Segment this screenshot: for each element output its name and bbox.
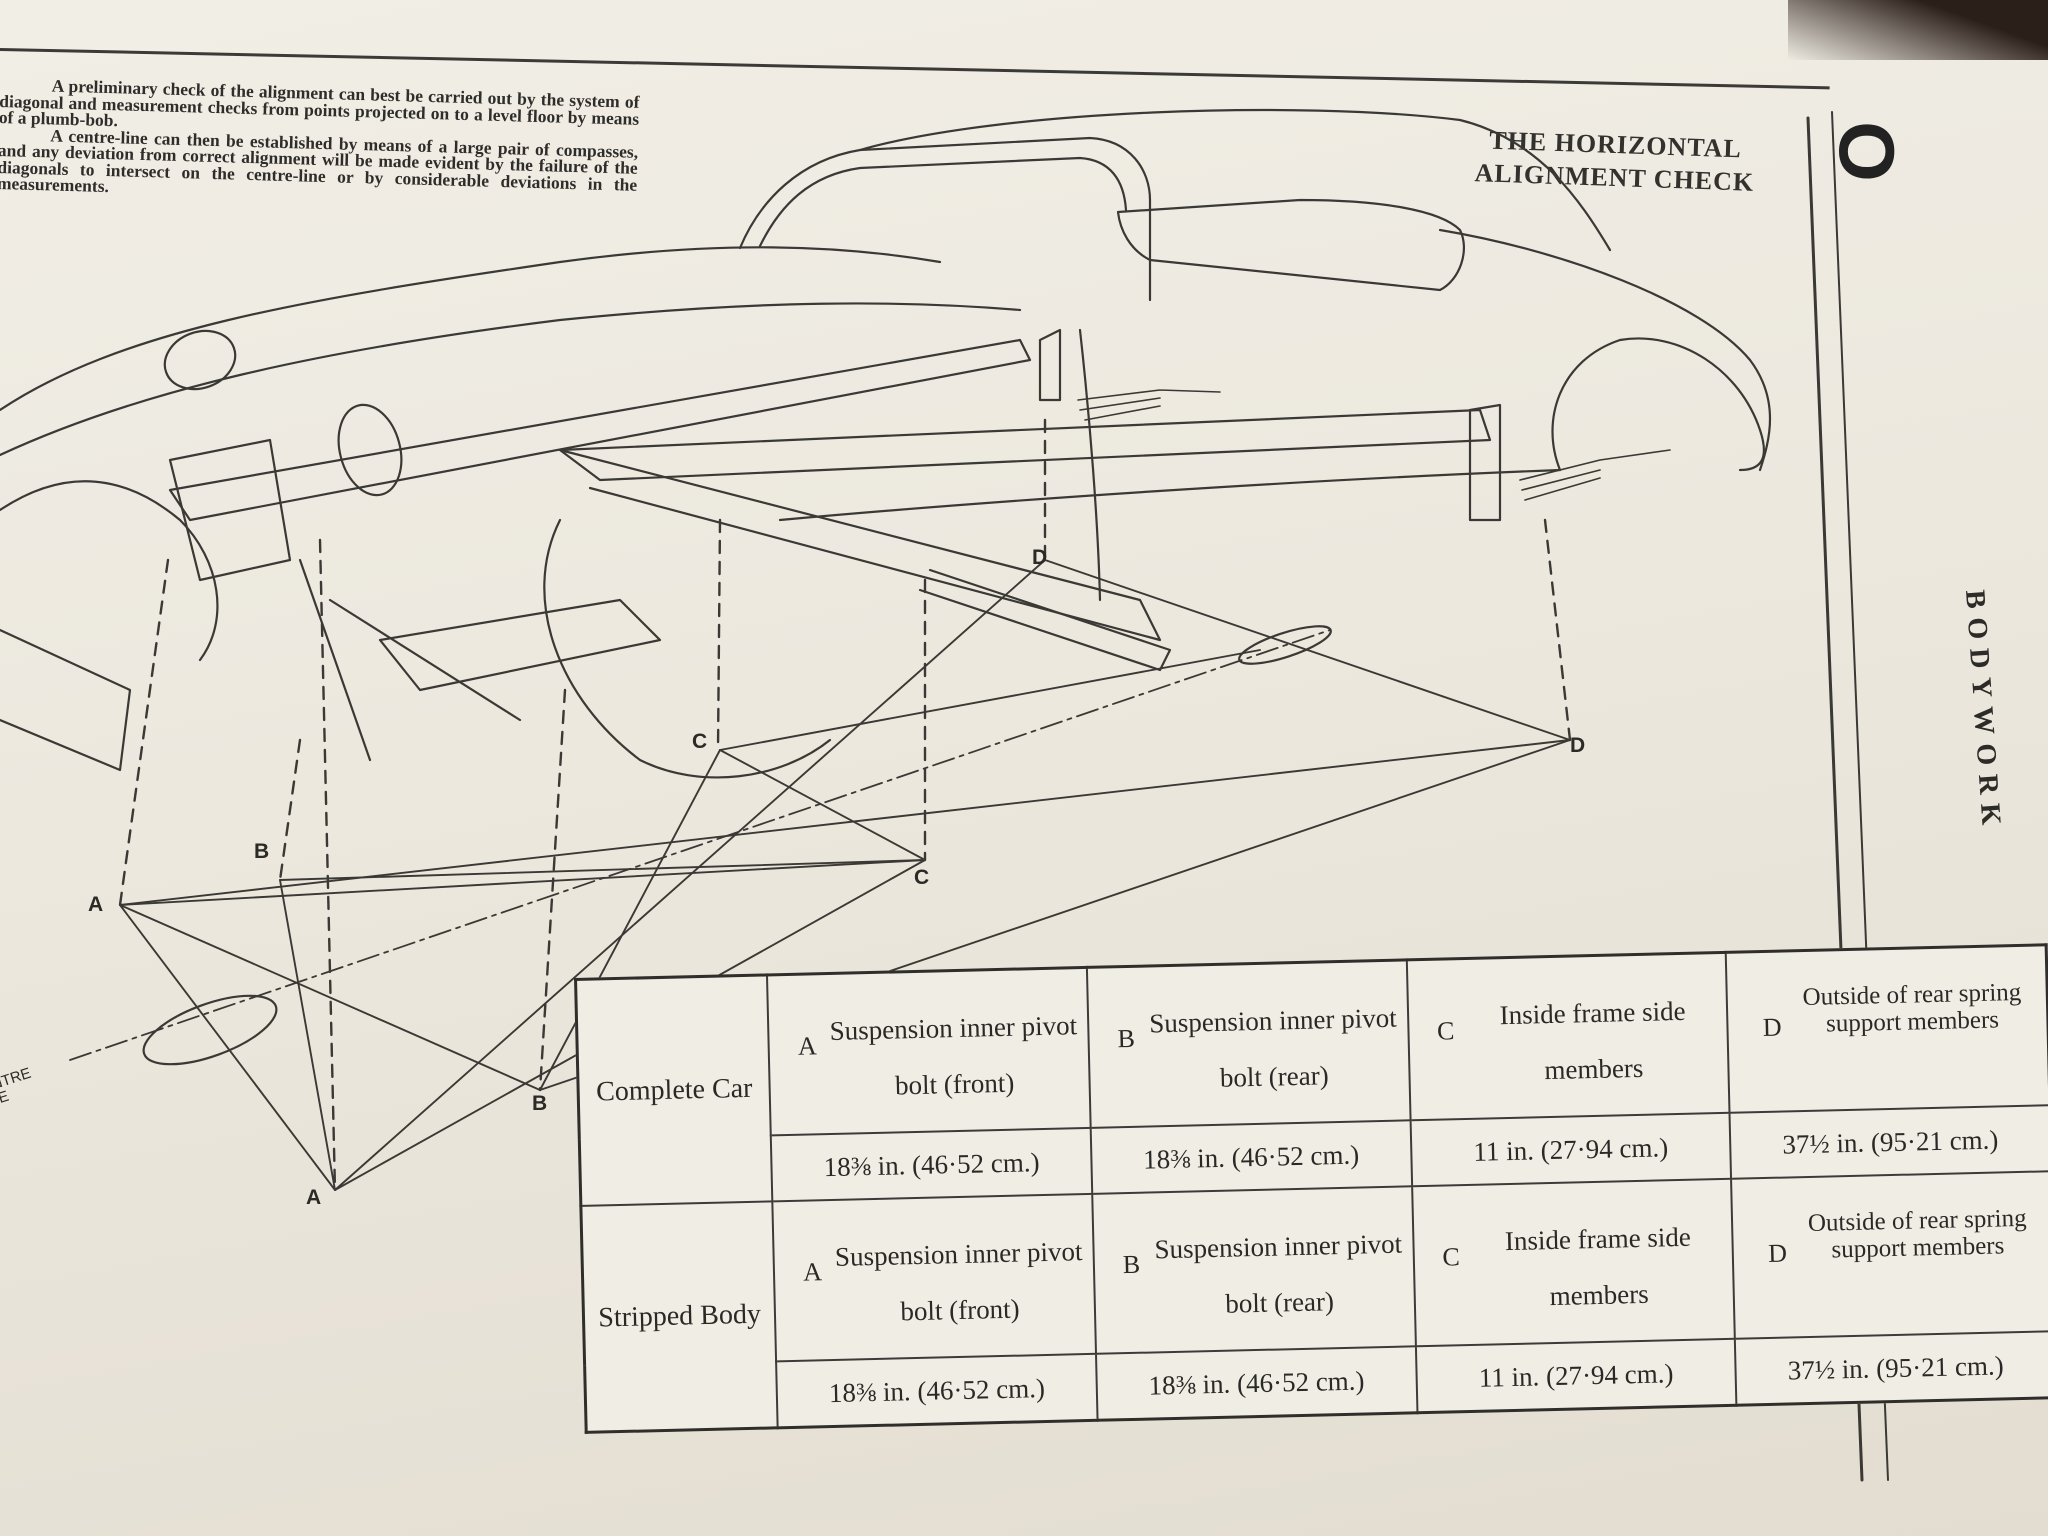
frame-rail-right <box>558 408 1492 482</box>
point-d-description: D Outside of rear spring support members <box>1726 944 2048 1113</box>
car-windscreen-inner <box>758 156 1128 248</box>
headlamp-right <box>337 403 403 497</box>
car-side-window <box>1116 198 1465 292</box>
frame-crossmember <box>558 448 1162 642</box>
point-a-description: A Suspension inner pivot bolt (front) <box>772 1193 1096 1362</box>
car-hood-line <box>0 302 1022 457</box>
floor-line-b-c <box>279 859 926 881</box>
point-description: Suspension inner pivot bolt (front) <box>829 1010 1078 1101</box>
car-front-wheel-arch <box>543 518 832 779</box>
front-suspension-link <box>298 558 522 762</box>
point-letter: B <box>1122 1249 1141 1280</box>
floor-line-a2-d <box>334 559 1046 1191</box>
measurement-cell: 18⅜ in. (46·52 cm.) <box>1095 1346 1418 1421</box>
rear-spring-support-rear <box>1468 403 1502 522</box>
floor-line-b2-c <box>539 749 721 1091</box>
floor-line-a2-b <box>279 879 336 1191</box>
point-description: Inside frame side members <box>1504 1221 1692 1312</box>
compass-arc-front <box>142 994 278 1066</box>
rear-spring-1 <box>1077 389 1221 421</box>
row-heading-stripped-body: Stripped Body <box>580 1201 778 1433</box>
frame-rail-left <box>168 338 1032 522</box>
alignment-measurements-table: Complete Car A Suspension inner pivot bo… <box>574 943 2048 1434</box>
point-label-a-left: A <box>88 893 104 916</box>
car-rear-deck <box>1438 228 1772 472</box>
point-label-b-right: B <box>532 1092 548 1115</box>
car-door-line <box>1078 328 1102 602</box>
plumb-line-a-right <box>318 538 337 1192</box>
point-d-description: D Outside of rear spring support members <box>1731 1171 2048 1339</box>
point-letter: C <box>1436 1016 1455 1046</box>
point-label-a-right: A <box>306 1186 322 1209</box>
measurement-cell: 37½ in. (95·21 cm.) <box>1735 1331 2048 1406</box>
floor-line-c-c <box>719 749 926 861</box>
point-letter: D <box>1767 1238 1788 1268</box>
row-heading-complete-car: Complete Car <box>575 974 773 1206</box>
measurement-cell: 11 in. (27·94 cm.) <box>1410 1112 1732 1187</box>
measurement-cell: 18⅜ in. (46·52 cm.) <box>776 1353 1098 1428</box>
point-description: Outside of rear spring support members <box>1802 978 2022 1038</box>
point-label-b-left: B <box>254 840 270 863</box>
point-letter: C <box>1442 1242 1461 1272</box>
plumb-line-a-left <box>118 558 170 907</box>
headlamp-left <box>163 329 237 391</box>
point-a-description: A Suspension inner pivot bolt (front) <box>767 967 1091 1136</box>
point-c-description: C Inside frame side members <box>1411 1178 1736 1347</box>
floor-line-a-b <box>119 904 541 1091</box>
front-suspension-tower <box>168 438 292 582</box>
floor-line-a-d <box>119 739 1571 906</box>
floor-line-c-d <box>719 649 1261 751</box>
point-label-c-left: C <box>692 730 708 753</box>
measurement-cell: 18⅜ in. (46·52 cm.) <box>770 1127 1093 1202</box>
front-suspension-arm <box>378 598 662 692</box>
floor-line-a-c <box>119 859 926 906</box>
car-front-wing <box>0 480 219 662</box>
car-front-grille <box>0 628 132 772</box>
point-description: Suspension inner pivot bolt (rear) <box>1148 1002 1398 1093</box>
measurement-cell: 18⅜ in. (46·52 cm.) <box>1090 1120 1412 1194</box>
point-description: Suspension inner pivot bolt (front) <box>834 1236 1083 1327</box>
point-label-d-left: D <box>1032 546 1048 569</box>
plumb-line-d-right <box>1543 518 1572 742</box>
rear-spring-2 <box>1519 449 1671 501</box>
point-letter: A <box>802 1257 823 1287</box>
point-b-description: B Suspension inner pivot bolt (rear) <box>1092 1186 1416 1354</box>
plumb-line-b-left <box>278 738 302 882</box>
car-hardtop <box>858 108 1612 252</box>
point-letter: D <box>1762 1012 1782 1043</box>
point-description: Outside of rear spring support members <box>1807 1204 2027 1264</box>
plumb-line-c-left <box>716 518 722 752</box>
point-letter: B <box>1117 1023 1136 1054</box>
car-windscreen <box>738 136 1152 302</box>
car-sill-line <box>778 468 1562 522</box>
frame-cross-tube <box>918 568 1172 672</box>
compass-arc-rear <box>1238 625 1332 665</box>
car-hood-outline <box>0 246 942 412</box>
measurement-cell: 11 in. (27·94 cm.) <box>1415 1338 1737 1413</box>
plumb-line-b-right <box>538 688 567 1092</box>
car-rear-wheel-arch <box>1551 337 1765 472</box>
floor-line-a-a2 <box>119 904 336 1191</box>
point-label-c-right: C <box>914 866 930 889</box>
point-description: Inside frame side members <box>1499 995 1686 1086</box>
rear-spring-support-front <box>1038 328 1062 402</box>
point-description: Suspension inner pivot bolt (rear) <box>1154 1228 1403 1319</box>
table-surface-corner <box>1788 0 2048 60</box>
centre-line <box>69 629 1331 1061</box>
measurement-cell: 37½ in. (95·21 cm.) <box>1729 1105 2048 1179</box>
point-c-description: C Inside frame side members <box>1406 952 1730 1121</box>
point-b-description: B Suspension inner pivot bolt (rear) <box>1086 959 1411 1128</box>
point-label-d-right: D <box>1570 734 1586 757</box>
point-letter: A <box>797 1031 818 1061</box>
